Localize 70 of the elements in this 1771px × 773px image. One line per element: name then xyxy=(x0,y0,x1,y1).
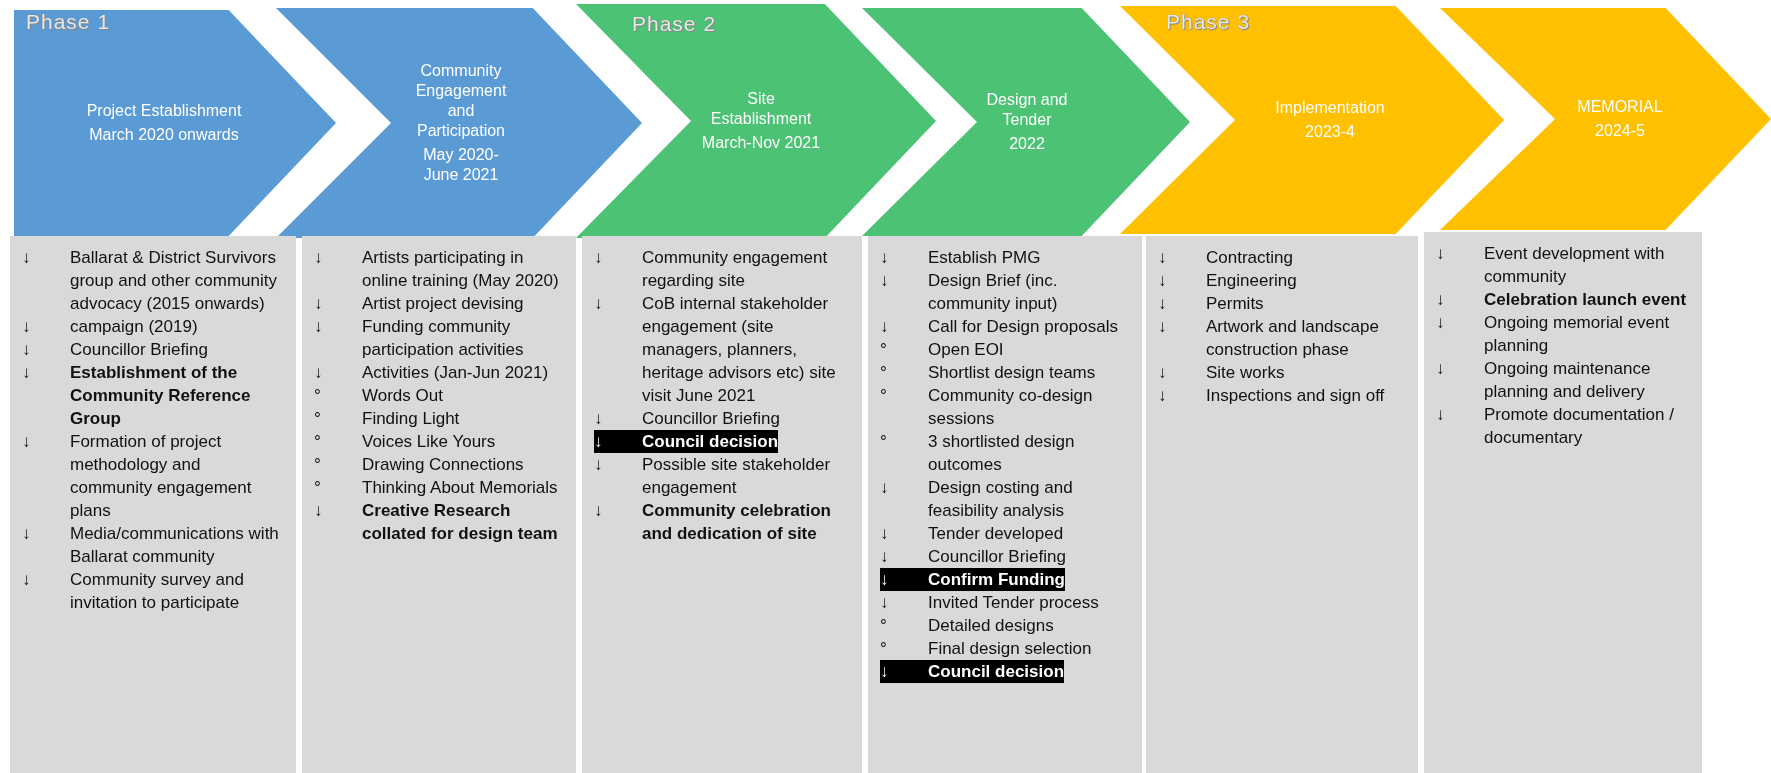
list-item: ↓ Artist project devising xyxy=(314,293,524,315)
list-item: ° Community co-design sessions xyxy=(880,385,1094,430)
phase-date: March-Nov 2021 xyxy=(701,133,821,153)
list-item: ° Words Out xyxy=(314,385,443,407)
list-item: ↓ Creative Research collated for design team xyxy=(314,500,559,545)
list-item: ↓ Artists participating in online training (May 2020) xyxy=(314,247,560,292)
list-panel xyxy=(582,236,862,773)
phase-title: Community Engagement and Participation xyxy=(414,61,508,141)
list-item: ↓ Activities (Jan-Jun 2021) xyxy=(314,362,549,384)
list-item: ° Drawing Connections xyxy=(314,454,524,476)
list-item: ↓ Artwork and landscape construction phase xyxy=(1158,316,1380,361)
phase-date: May 2020-June 2021 xyxy=(422,145,500,185)
phase-date: 2024-5 xyxy=(1594,121,1646,141)
list-item: ↓ Promote documentation / documentary xyxy=(1436,404,1675,449)
phase-label: Phase 2 xyxy=(632,12,717,36)
list-item: ↓ Inspections and sign off xyxy=(1158,385,1385,407)
list-item: ↓ Call for Design proposals xyxy=(880,316,1118,338)
phase-title: Site Establishment xyxy=(709,89,813,129)
list-item: ↓ Councillor Briefing xyxy=(594,408,780,430)
list-item: ↓ Site works xyxy=(1158,362,1285,384)
list-item: ↓ Media/communications with Ballarat community xyxy=(22,523,280,568)
list-item: ↓ Council decision xyxy=(880,660,1065,683)
list-item: ↓ Permits xyxy=(1158,293,1264,315)
list-item: ↓ Design Brief (inc. community input) xyxy=(880,270,1059,315)
list-item: ↓ Ongoing maintenance planning and delivery xyxy=(1436,358,1652,403)
list-item: ↓ Council decision xyxy=(594,430,779,453)
list-item: ° Detailed designs xyxy=(880,615,1054,637)
list-panel xyxy=(1424,232,1702,773)
list-item: ↓ Event development with community xyxy=(1436,243,1666,288)
list-item: ↓ Tender developed xyxy=(880,523,1064,545)
list-item: ↓ Engineering xyxy=(1158,270,1297,292)
list-item: ↓ Funding community participation activities xyxy=(314,316,525,361)
list-item: ↓ campaign (2019) xyxy=(22,316,198,338)
list-item: ↓ Community celebration and dedication of site xyxy=(594,500,832,545)
list-item: ↓ Celebration launch event xyxy=(1436,289,1687,311)
phase-label: Phase 1 xyxy=(26,10,111,34)
list-item: ° 3 shortlisted design outcomes xyxy=(880,431,1076,476)
list-panel xyxy=(10,236,296,773)
phase-date: 2023-4 xyxy=(1304,122,1356,142)
phase-date: March 2020 onwards xyxy=(88,125,240,145)
list-item: ↓ Invited Tender process xyxy=(880,592,1099,614)
list-item: ↓ Councillor Briefing xyxy=(880,546,1066,568)
list-item: ↓ Design costing and feasibility analysis xyxy=(880,477,1074,522)
list-item: ↓ Establishment of the Community Reference Group xyxy=(22,362,252,430)
phase-title: Design and Tender xyxy=(985,90,1069,130)
list-item: ↓ Confirm Funding xyxy=(880,568,1065,591)
list-item: ↓ Possible site stakeholder engagement xyxy=(594,454,832,499)
list-item: ° Open EOI xyxy=(880,339,1004,361)
phase-label: Phase 3 xyxy=(1166,10,1251,34)
list-item: ↓ Establish PMG xyxy=(880,247,1041,269)
list-panel xyxy=(1146,236,1418,773)
list-item: ° Voices Like Yours xyxy=(314,431,496,453)
list-item: ↓ Ballarat & District Survivors group and other community advocacy (2015 onwards) xyxy=(22,247,278,315)
list-item: ↓ Councillor Briefing xyxy=(22,339,208,361)
list-item: ↓ Community survey and invitation to participate xyxy=(22,569,245,614)
list-panel xyxy=(302,236,576,773)
list-item: ↓ Community engagement regarding site xyxy=(594,247,829,292)
phase-title: Implementation xyxy=(1274,98,1386,118)
phase-title: Project Establishment xyxy=(85,101,243,121)
list-item: ↓ Contracting xyxy=(1158,247,1293,269)
list-item: ° Finding Light xyxy=(314,408,460,430)
phase-date: 2022 xyxy=(1008,134,1046,154)
phase-title: MEMORIAL xyxy=(1576,97,1664,117)
list-item: ° Shortlist design teams xyxy=(880,362,1096,384)
list-panel xyxy=(868,236,1142,773)
list-item: ↓ Ongoing memorial event planning xyxy=(1436,312,1671,357)
list-item: ° Final design selection xyxy=(880,638,1092,660)
list-item: ↓ Formation of project methodology and community engagement plans xyxy=(22,431,253,522)
list-item: ↓ CoB internal stakeholder engagement (site managers, planners, heritage advisors etc) site visit June 2021 xyxy=(594,293,837,407)
list-item: ° Thinking About Memorials xyxy=(314,477,558,499)
